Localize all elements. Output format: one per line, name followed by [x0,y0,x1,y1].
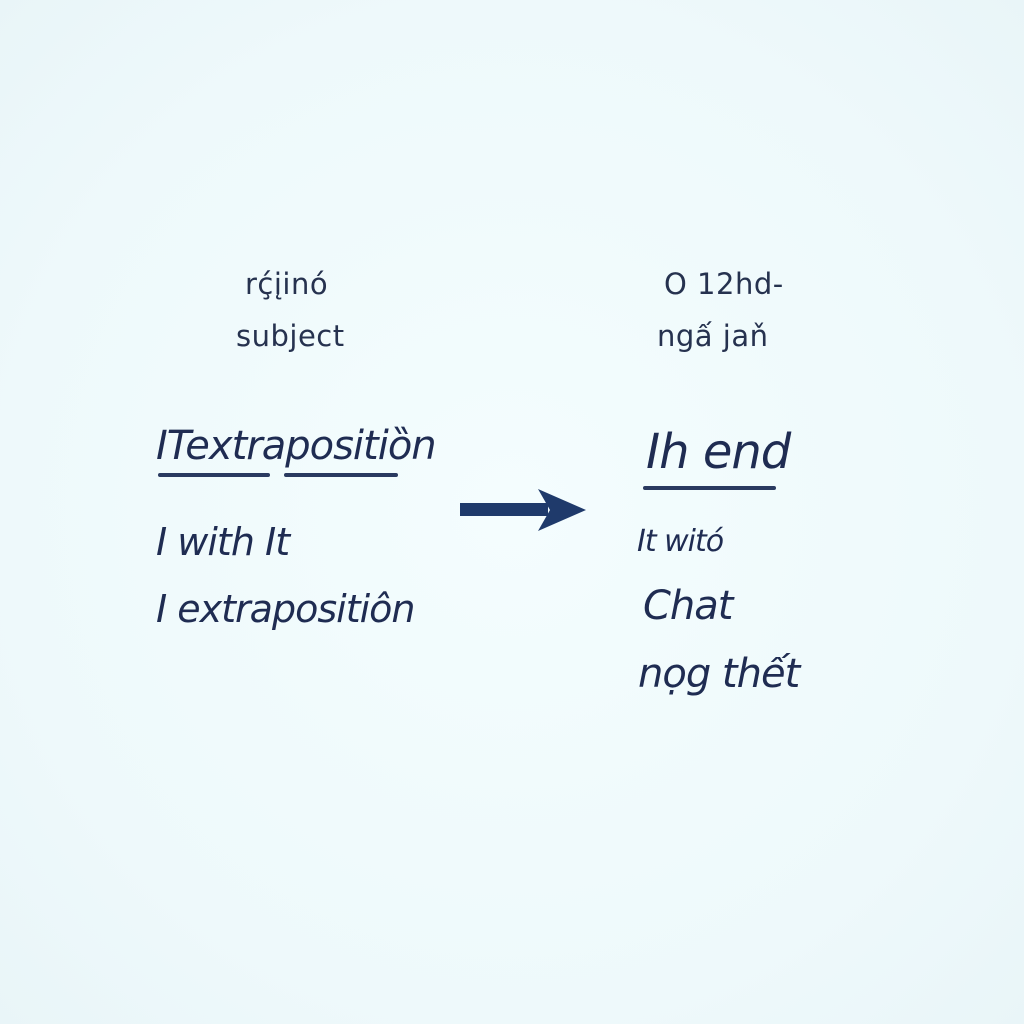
left-line-1: I with It [156,520,290,564]
left-heading-underline-a [158,473,270,477]
left-line-2: I extrapositiôn [156,587,415,631]
right-label-line2: ngấ jaň [657,319,769,353]
left-heading-underline-b [284,473,398,477]
right-line-2: Chat [643,583,733,629]
right-label-line1: O 12hd- [664,267,784,301]
left-label-subject: subject [236,319,345,353]
right-line-1: It witó [637,524,724,559]
right-heading-underline [643,486,776,490]
right-arrow-icon [460,489,586,531]
right-line-3: nọg thết [638,651,800,697]
left-heading: ITextrapositiȍn [156,423,437,469]
right-heading: Ih end [646,424,791,480]
left-label-line1: rḉįinó [245,267,329,301]
